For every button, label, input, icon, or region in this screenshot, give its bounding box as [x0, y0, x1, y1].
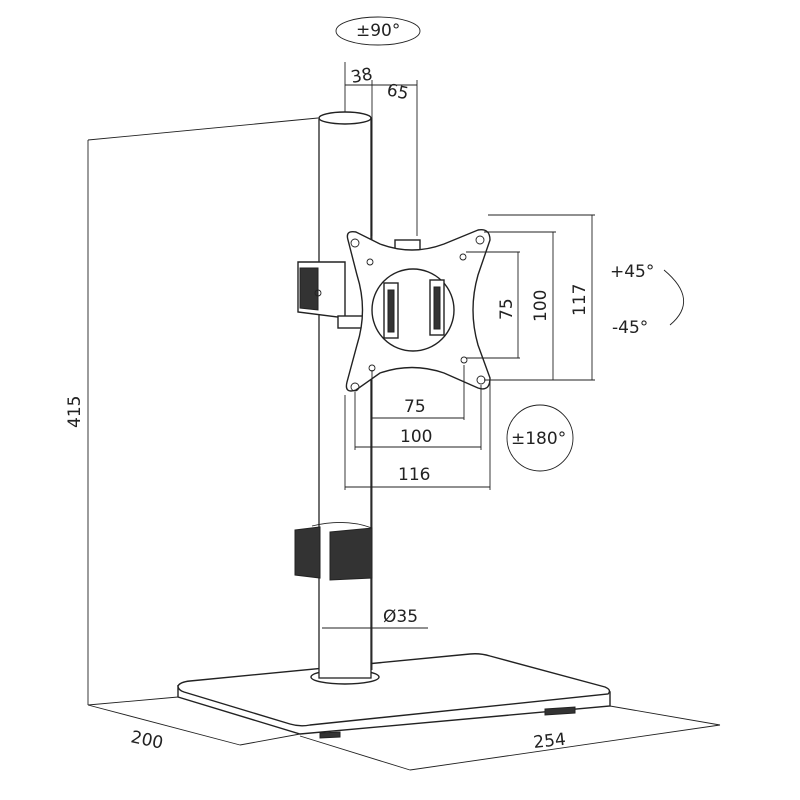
cable-clip: [294, 522, 373, 581]
rotation-arrow-icon: [506, 404, 574, 472]
plate-height-label: 117: [570, 284, 590, 316]
tilt-down-label: -45°: [612, 318, 648, 338]
swivel-arrow-icon: [335, 16, 421, 46]
tilt-arrow-icon: [663, 269, 685, 326]
vesa-plate: [345, 229, 491, 392]
height-label: 415: [65, 396, 85, 428]
vesa-v-100-label: 100: [531, 290, 551, 322]
labels: ±90° 38 65 415 75 100 116 75 100 117 +45…: [65, 21, 654, 754]
base: [177, 653, 611, 739]
diameter-label: Ø35: [383, 607, 418, 627]
dimension-lines: [87, 62, 721, 771]
offset-38-label: 38: [349, 64, 374, 87]
offset-65-label: 65: [385, 80, 410, 104]
base-depth-label: 200: [129, 727, 165, 753]
vesa-h-75-label: 75: [404, 397, 426, 417]
swivel-label: ±90°: [356, 21, 400, 41]
rotation-label: ±180°: [511, 429, 566, 449]
tilt-up-label: +45°: [610, 262, 654, 282]
pole-clamp: [297, 239, 421, 329]
vesa-h-100-label: 100: [400, 427, 432, 447]
rotation-arrows: [335, 16, 685, 472]
plate-width-label: 116: [398, 465, 430, 485]
vesa-v-75-label: 75: [497, 298, 517, 320]
base-width-label: 254: [532, 730, 566, 753]
